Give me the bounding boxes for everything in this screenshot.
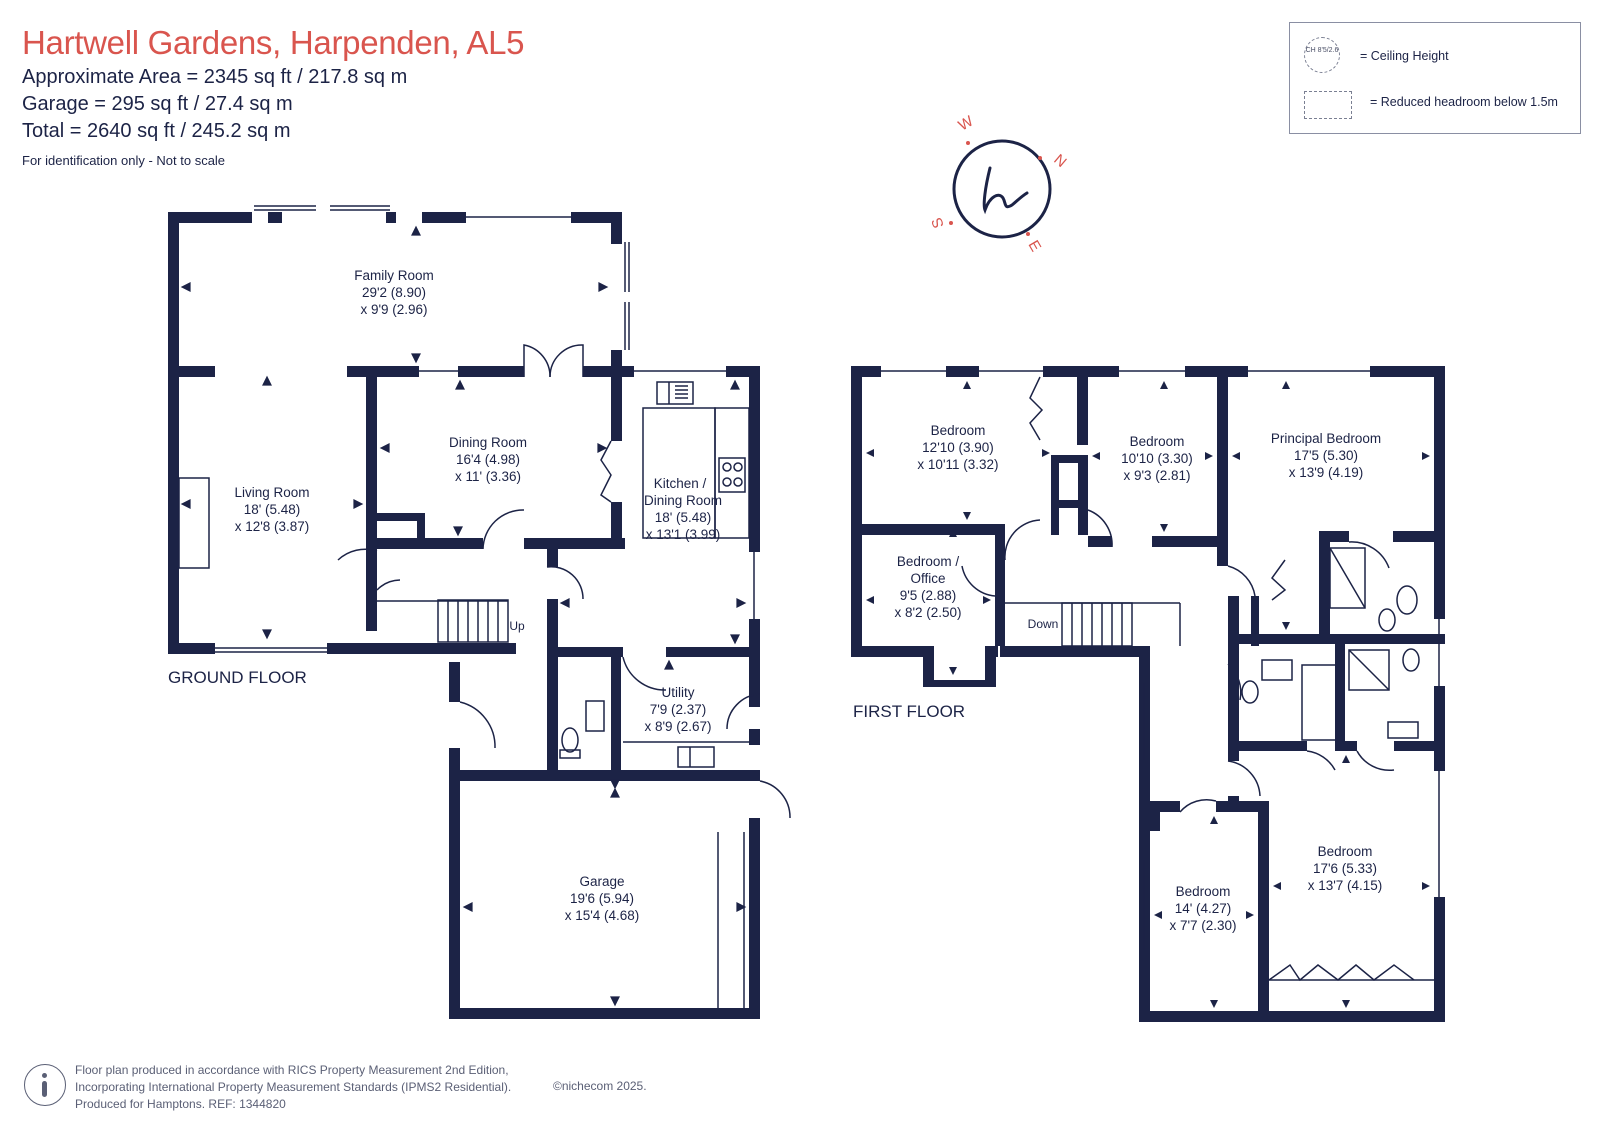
bedroom1-dim2: x 10'11 (3.32) (917, 457, 998, 472)
total-area: Total = 2640 sq ft / 245.2 sq m (22, 120, 291, 142)
footer-line-3: Produced for Hamptons. REF: 1344820 (75, 1097, 286, 1111)
office-dim1: 9'5 (2.88) (900, 588, 957, 603)
office-name-1: Bedroom / (897, 554, 960, 569)
bedroom2-dim2: x 9'3 (2.81) (1123, 468, 1190, 483)
approximate-area: Approximate Area = 2345 sq ft / 217.8 sq… (22, 66, 408, 88)
legend-box: CH 8'5/2.6 = Ceiling Height = Reduced he… (1289, 22, 1581, 134)
office-dim2: x 8'2 (2.50) (894, 605, 961, 620)
kitchen-name-1: Kitchen / (654, 476, 707, 491)
footer-line-1: Floor plan produced in accordance with R… (75, 1063, 509, 1077)
copyright: ©nichecom 2025. (553, 1079, 647, 1093)
principal-bedroom-name: Principal Bedroom (1271, 431, 1381, 446)
living-room-dim1: 18' (5.48) (244, 502, 301, 517)
office-name-2: Office (910, 571, 945, 586)
kitchen-dim2: x 13'1 (3.99) (646, 527, 721, 542)
reduced-headroom-label: = Reduced headroom below 1.5m (1370, 95, 1558, 109)
first-floor-label: FIRST FLOOR (853, 702, 966, 721)
living-room-name: Living Room (234, 485, 309, 500)
ground-floor-label: GROUND FLOOR (168, 668, 307, 687)
garage-area: Garage = 295 sq ft / 27.4 sq m (22, 93, 293, 115)
principal-bedroom-dim1: 17'5 (5.30) (1294, 448, 1358, 463)
kitchen-name-2: Dining Room (644, 493, 722, 508)
stairs-down-label: Down (1028, 617, 1059, 631)
dining-room-dim2: x 11' (3.36) (455, 469, 521, 484)
hob-icon (718, 457, 746, 493)
bedroom4-dim1: 14' (4.27) (1175, 901, 1232, 916)
bedroom3-name: Bedroom (1318, 844, 1373, 859)
bedroom1-name: Bedroom (931, 423, 986, 438)
compass-n: N (1050, 151, 1069, 171)
utility-dim2: x 8'9 (2.67) (644, 719, 711, 734)
principal-bedroom-dim2: x 13'9 (4.19) (1289, 465, 1364, 480)
family-room-dim2: x 9'9 (2.96) (360, 302, 427, 317)
reduced-headroom-icon (1304, 91, 1352, 119)
compass-w: W (956, 112, 977, 134)
ipms-info-icon (24, 1064, 66, 1106)
garage-dim1: 19'6 (5.94) (570, 891, 634, 906)
first-floor-walls (851, 366, 1445, 1022)
bedroom4-name: Bedroom (1176, 884, 1231, 899)
scale-note: For identification only - Not to scale (22, 153, 226, 168)
bedroom2-dim1: 10'10 (3.30) (1121, 451, 1193, 466)
footer-line-2: Incorporating International Property Mea… (75, 1080, 512, 1094)
garage-dim2: x 15'4 (4.68) (565, 908, 640, 923)
property-title: Hartwell Gardens, Harpenden, AL5 (22, 24, 525, 61)
utility-sink-icon (677, 746, 715, 768)
garage-name: Garage (579, 874, 624, 889)
dining-room-dim1: 16'4 (4.98) (456, 452, 520, 467)
kitchen-sink-icon (656, 381, 694, 405)
stairs-up-label: Up (509, 619, 525, 633)
dining-room-name: Dining Room (449, 435, 527, 450)
family-room-name: Family Room (354, 268, 434, 283)
bedroom1-dim1: 12'10 (3.90) (922, 440, 994, 455)
ground-floor-walls (168, 212, 760, 1019)
bedroom4-dim2: x 7'7 (2.30) (1169, 918, 1236, 933)
bedroom3-dim1: 17'6 (5.33) (1313, 861, 1377, 876)
ceiling-height-label: = Ceiling Height (1360, 49, 1449, 63)
compass-s: S (928, 215, 947, 230)
ceiling-height-icon: CH 8'5/2.6 (1304, 37, 1340, 73)
footer-text: Floor plan produced in accordance with R… (75, 1062, 511, 1113)
compass-logo-icon: W N S E (928, 112, 1069, 254)
utility-dim1: 7'9 (2.37) (650, 702, 707, 717)
bedroom2-name: Bedroom (1130, 434, 1185, 449)
bedroom3-dim2: x 13'7 (4.15) (1308, 878, 1383, 893)
utility-name: Utility (662, 685, 695, 700)
compass-e: E (1025, 238, 1045, 255)
kitchen-dim1: 18' (5.48) (655, 510, 712, 525)
family-room-dim1: 29'2 (8.90) (362, 285, 426, 300)
living-room-dim2: x 12'8 (3.87) (235, 519, 310, 534)
